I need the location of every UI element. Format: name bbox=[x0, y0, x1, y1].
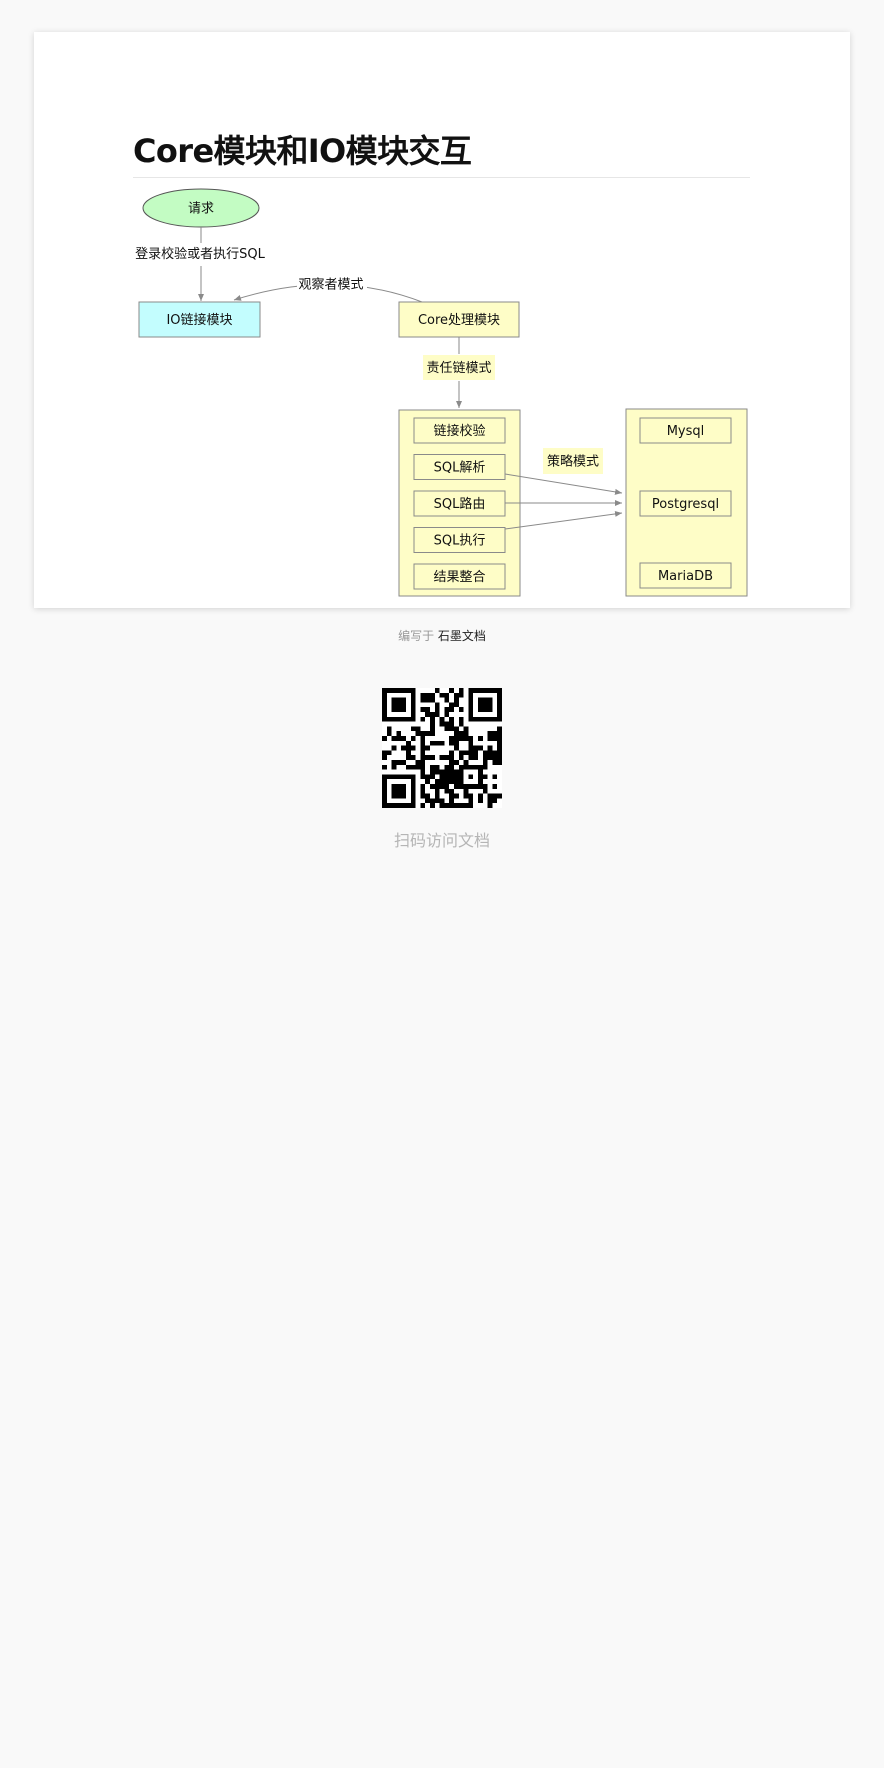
database-box bbox=[639, 490, 732, 517]
brand-link[interactable]: 石墨文档 bbox=[437, 629, 486, 643]
footer: 编写于 石墨文档 bbox=[0, 627, 884, 644]
strategy-label-bg bbox=[543, 448, 603, 474]
chain-step-label: 结果整合 bbox=[433, 570, 485, 585]
login-label: 登录校验或者执行SQL bbox=[135, 246, 265, 262]
request-node-label: 请求 bbox=[188, 202, 214, 217]
document-card: Core模块和IO模块交互 请求 登录校验或者执行SQL IO链接模块 观察者模… bbox=[34, 32, 850, 608]
chain-step-box bbox=[413, 527, 506, 553]
observer-label-bg bbox=[297, 274, 367, 294]
chain-label: 责任链模式 bbox=[426, 361, 491, 376]
observer-label: 观察者模式 bbox=[298, 278, 363, 293]
chain-step-label: SQL路由 bbox=[434, 496, 486, 512]
io-module-label: IO链接模块 bbox=[166, 312, 232, 328]
parse-to-db-arrow bbox=[504, 473, 623, 495]
chain-label-bg bbox=[423, 355, 495, 380]
page-title: Core模块和IO模块交互 bbox=[133, 132, 472, 170]
io-module-box bbox=[138, 301, 261, 338]
qr-caption: 扫码访问文档 bbox=[393, 831, 490, 850]
database-label: MariaDB bbox=[658, 569, 713, 584]
architecture-diagram: 请求 登录校验或者执行SQL IO链接模块 观察者模式 Core处理模块 责任链… bbox=[135, 188, 748, 597]
chain-step-box bbox=[413, 417, 506, 444]
chain-step-label: SQL解析 bbox=[434, 461, 486, 476]
chain-step-box bbox=[413, 490, 506, 517]
database-label: Postgresql bbox=[652, 497, 719, 512]
core-module-box bbox=[398, 301, 520, 338]
database-box bbox=[639, 562, 732, 589]
chain-step-box bbox=[413, 563, 506, 590]
chain-step-label: SQL执行 bbox=[434, 534, 486, 549]
qr-code bbox=[382, 688, 502, 808]
strategy-label: 策略模式 bbox=[547, 454, 599, 470]
qr-code-icon bbox=[382, 688, 502, 808]
chain-step-box bbox=[413, 454, 506, 480]
database-box bbox=[639, 417, 732, 444]
chain-step-label: 链接校验 bbox=[433, 423, 485, 439]
core-module-label: Core处理模块 bbox=[418, 313, 500, 328]
title-divider bbox=[133, 177, 750, 178]
exec-to-db-arrow bbox=[504, 510, 623, 530]
written-in-label: 编写于 bbox=[398, 629, 435, 643]
database-label: Mysql bbox=[667, 424, 705, 439]
